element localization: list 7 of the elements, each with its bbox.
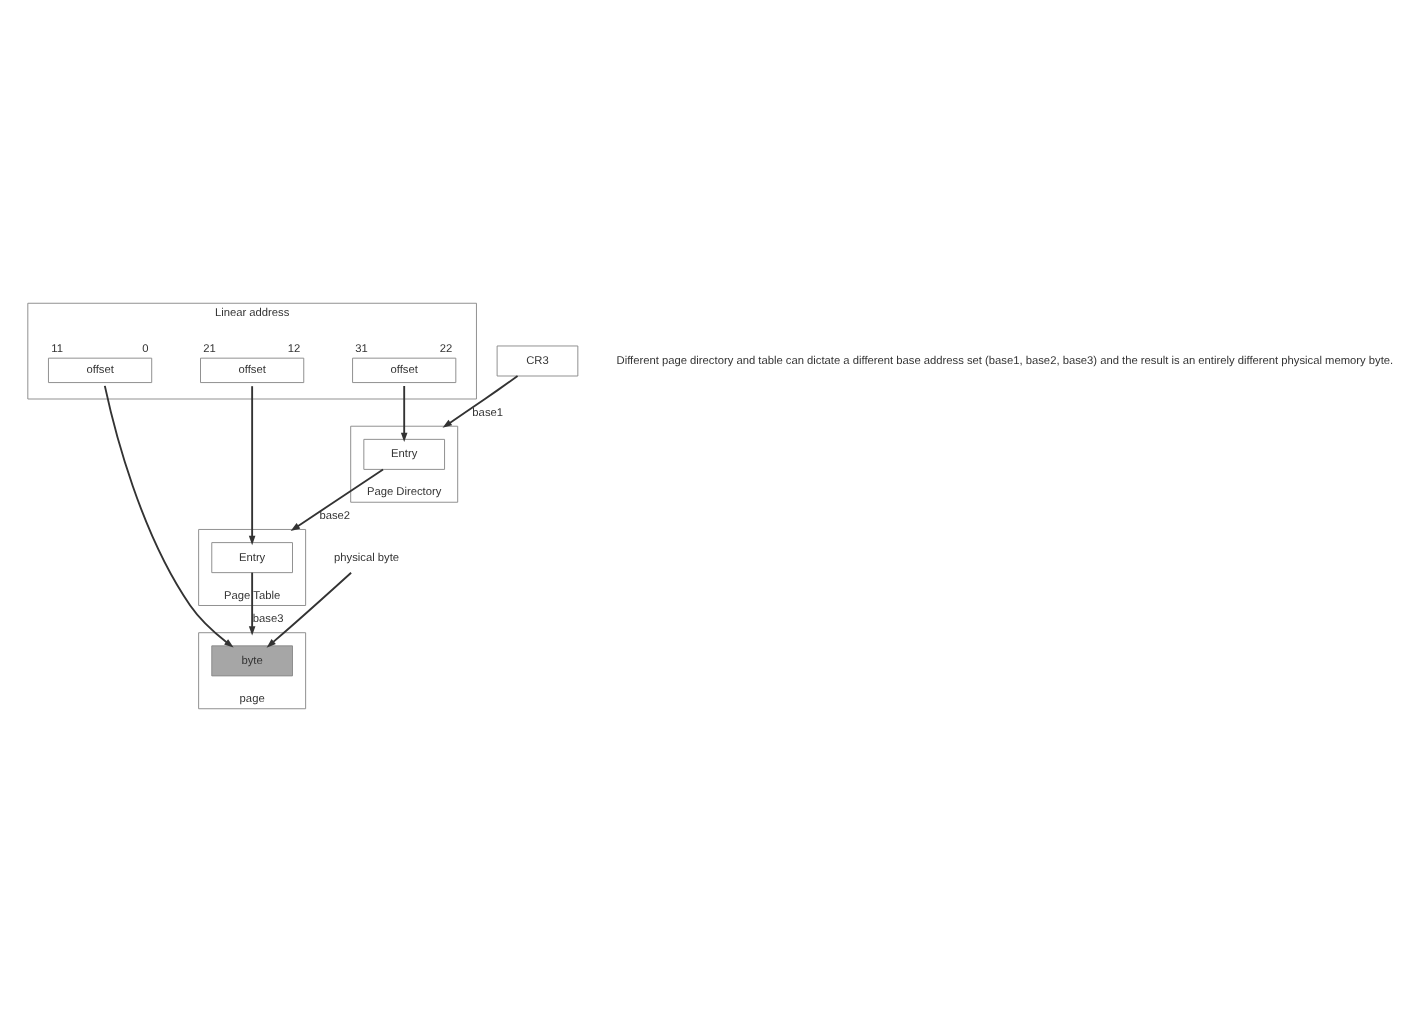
arrow: [103, 384, 234, 648]
arrow: [290, 468, 384, 532]
arrow: [248, 385, 256, 546]
arrow: [266, 571, 353, 648]
arrow: [400, 385, 408, 443]
arrow: [248, 571, 256, 636]
arrow: [442, 375, 519, 428]
